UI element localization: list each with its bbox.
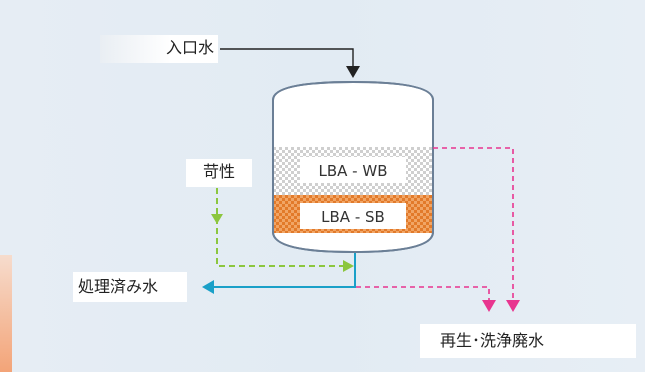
resin-label-upper: LBA - WB xyxy=(319,162,388,180)
inlet-arrow-head xyxy=(346,66,360,78)
caustic-arrow-head-right xyxy=(343,260,354,272)
inlet-water-label: 入口水 xyxy=(100,35,218,63)
left-accent-strip xyxy=(0,255,12,372)
treated-water-label: 処理済み水 xyxy=(73,272,187,302)
inlet-water-line xyxy=(220,48,354,68)
caustic-arrow-head-down xyxy=(211,214,223,224)
caustic-label: 苛性 xyxy=(186,159,252,187)
treated-water-line xyxy=(212,253,356,288)
waste-line-bottom xyxy=(356,286,490,300)
resin-label-lower: LBA - SB xyxy=(321,208,385,226)
waste-line-top xyxy=(433,147,514,300)
treated-arrow-head xyxy=(202,280,214,294)
waste-arrow-head-left xyxy=(482,300,496,312)
regen-waste-water-label: 再生･洗浄廃水 xyxy=(420,324,636,358)
waste-arrow-head-right xyxy=(506,300,520,312)
